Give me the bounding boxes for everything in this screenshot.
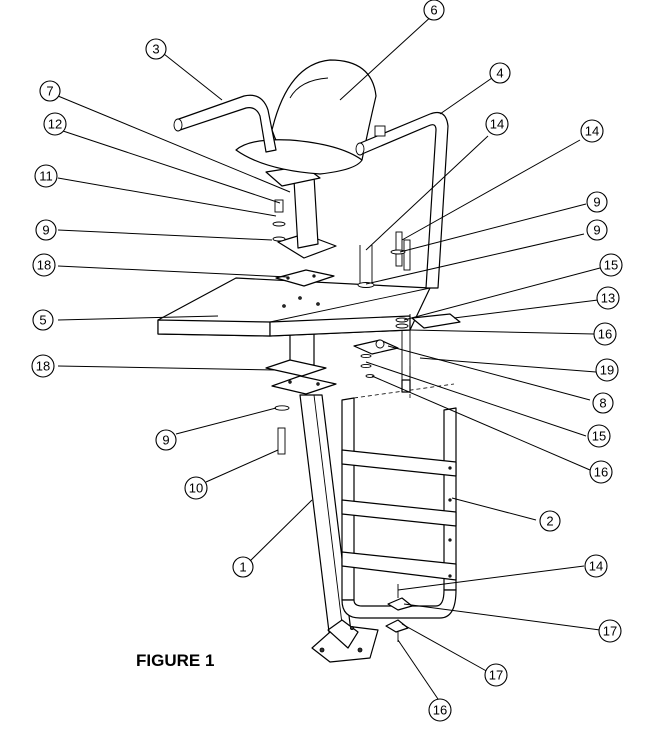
callout-8: 8 bbox=[592, 392, 614, 414]
callout-12: 12 bbox=[43, 112, 67, 136]
callout-19: 19 bbox=[595, 358, 619, 382]
seat bbox=[235, 59, 377, 175]
right-armrest bbox=[355, 111, 449, 289]
callout-number: 3 bbox=[152, 42, 159, 57]
ladder bbox=[341, 366, 457, 619]
post-hardware bbox=[272, 199, 286, 242]
callout-number: 18 bbox=[37, 258, 51, 273]
callout-number: 2 bbox=[546, 514, 553, 529]
callout-number: 12 bbox=[48, 117, 62, 132]
ladder-anchors bbox=[385, 584, 413, 642]
callout-15a: 15 bbox=[599, 253, 623, 277]
callout-17b: 17 bbox=[484, 663, 508, 687]
callout-number: 11 bbox=[39, 169, 53, 184]
right-hardware bbox=[353, 231, 461, 393]
callout-number: 14 bbox=[585, 124, 599, 139]
callout-number: 19 bbox=[600, 363, 614, 378]
callout-7: 7 bbox=[39, 80, 61, 102]
callout-4: 4 bbox=[489, 62, 511, 84]
callout-10: 10 bbox=[184, 476, 208, 500]
callout-number: 8 bbox=[599, 396, 606, 411]
callout-18a: 18 bbox=[32, 253, 56, 277]
left-armrest bbox=[173, 94, 277, 153]
callout-18b: 18 bbox=[31, 354, 55, 378]
callout-9a: 9 bbox=[35, 219, 57, 241]
callout-number: 14 bbox=[490, 117, 504, 132]
figure-label: FIGURE 1 bbox=[136, 651, 215, 670]
callout-number: 13 bbox=[601, 291, 615, 306]
callout-number: 9 bbox=[593, 195, 600, 210]
callout-13: 13 bbox=[596, 286, 620, 310]
callout-number: 16 bbox=[598, 327, 612, 342]
callout-number: 9 bbox=[162, 433, 169, 448]
callout-5: 5 bbox=[32, 309, 54, 331]
lower-plates bbox=[265, 359, 337, 455]
callout-number: 1 bbox=[239, 560, 246, 575]
callout-1: 1 bbox=[232, 556, 254, 578]
callout-14b: 14 bbox=[580, 119, 604, 143]
callout-number: 17 bbox=[603, 624, 617, 639]
callout-2: 2 bbox=[539, 510, 561, 532]
callout-6: 6 bbox=[423, 0, 445, 21]
callout-17a: 17 bbox=[598, 619, 622, 643]
callout-9d: 9 bbox=[155, 429, 177, 451]
callout-14a: 14 bbox=[485, 112, 509, 136]
callout-16c: 16 bbox=[428, 698, 452, 722]
callout-16b: 16 bbox=[589, 460, 613, 484]
callout-number: 4 bbox=[496, 66, 503, 81]
callout-number: 16 bbox=[433, 703, 447, 718]
callout-number: 17 bbox=[489, 668, 503, 683]
mounting-plate-top bbox=[275, 269, 335, 287]
callout-9b: 9 bbox=[586, 191, 608, 213]
callout-number: 15 bbox=[592, 429, 606, 444]
callout-number: 9 bbox=[42, 223, 49, 238]
deck-platform bbox=[157, 277, 431, 337]
callout-number: 9 bbox=[593, 223, 600, 238]
callout-number: 6 bbox=[430, 3, 437, 18]
leader-lines bbox=[57, 13, 601, 703]
callout-number: 14 bbox=[589, 559, 603, 574]
callout-3: 3 bbox=[145, 38, 167, 60]
callout-number: 16 bbox=[594, 465, 608, 480]
callout-11: 11 bbox=[34, 164, 58, 188]
callout-number: 15 bbox=[604, 258, 618, 273]
callout-14c: 14 bbox=[584, 554, 608, 578]
callout-16a: 16 bbox=[593, 322, 617, 346]
callout-number: 18 bbox=[36, 359, 50, 374]
callout-number: 7 bbox=[46, 84, 53, 99]
callout-number: 10 bbox=[189, 481, 203, 496]
callout-9c: 9 bbox=[586, 219, 608, 241]
main-post bbox=[289, 331, 379, 663]
callout-15b: 15 bbox=[587, 424, 611, 448]
callout-number: 5 bbox=[39, 313, 46, 328]
